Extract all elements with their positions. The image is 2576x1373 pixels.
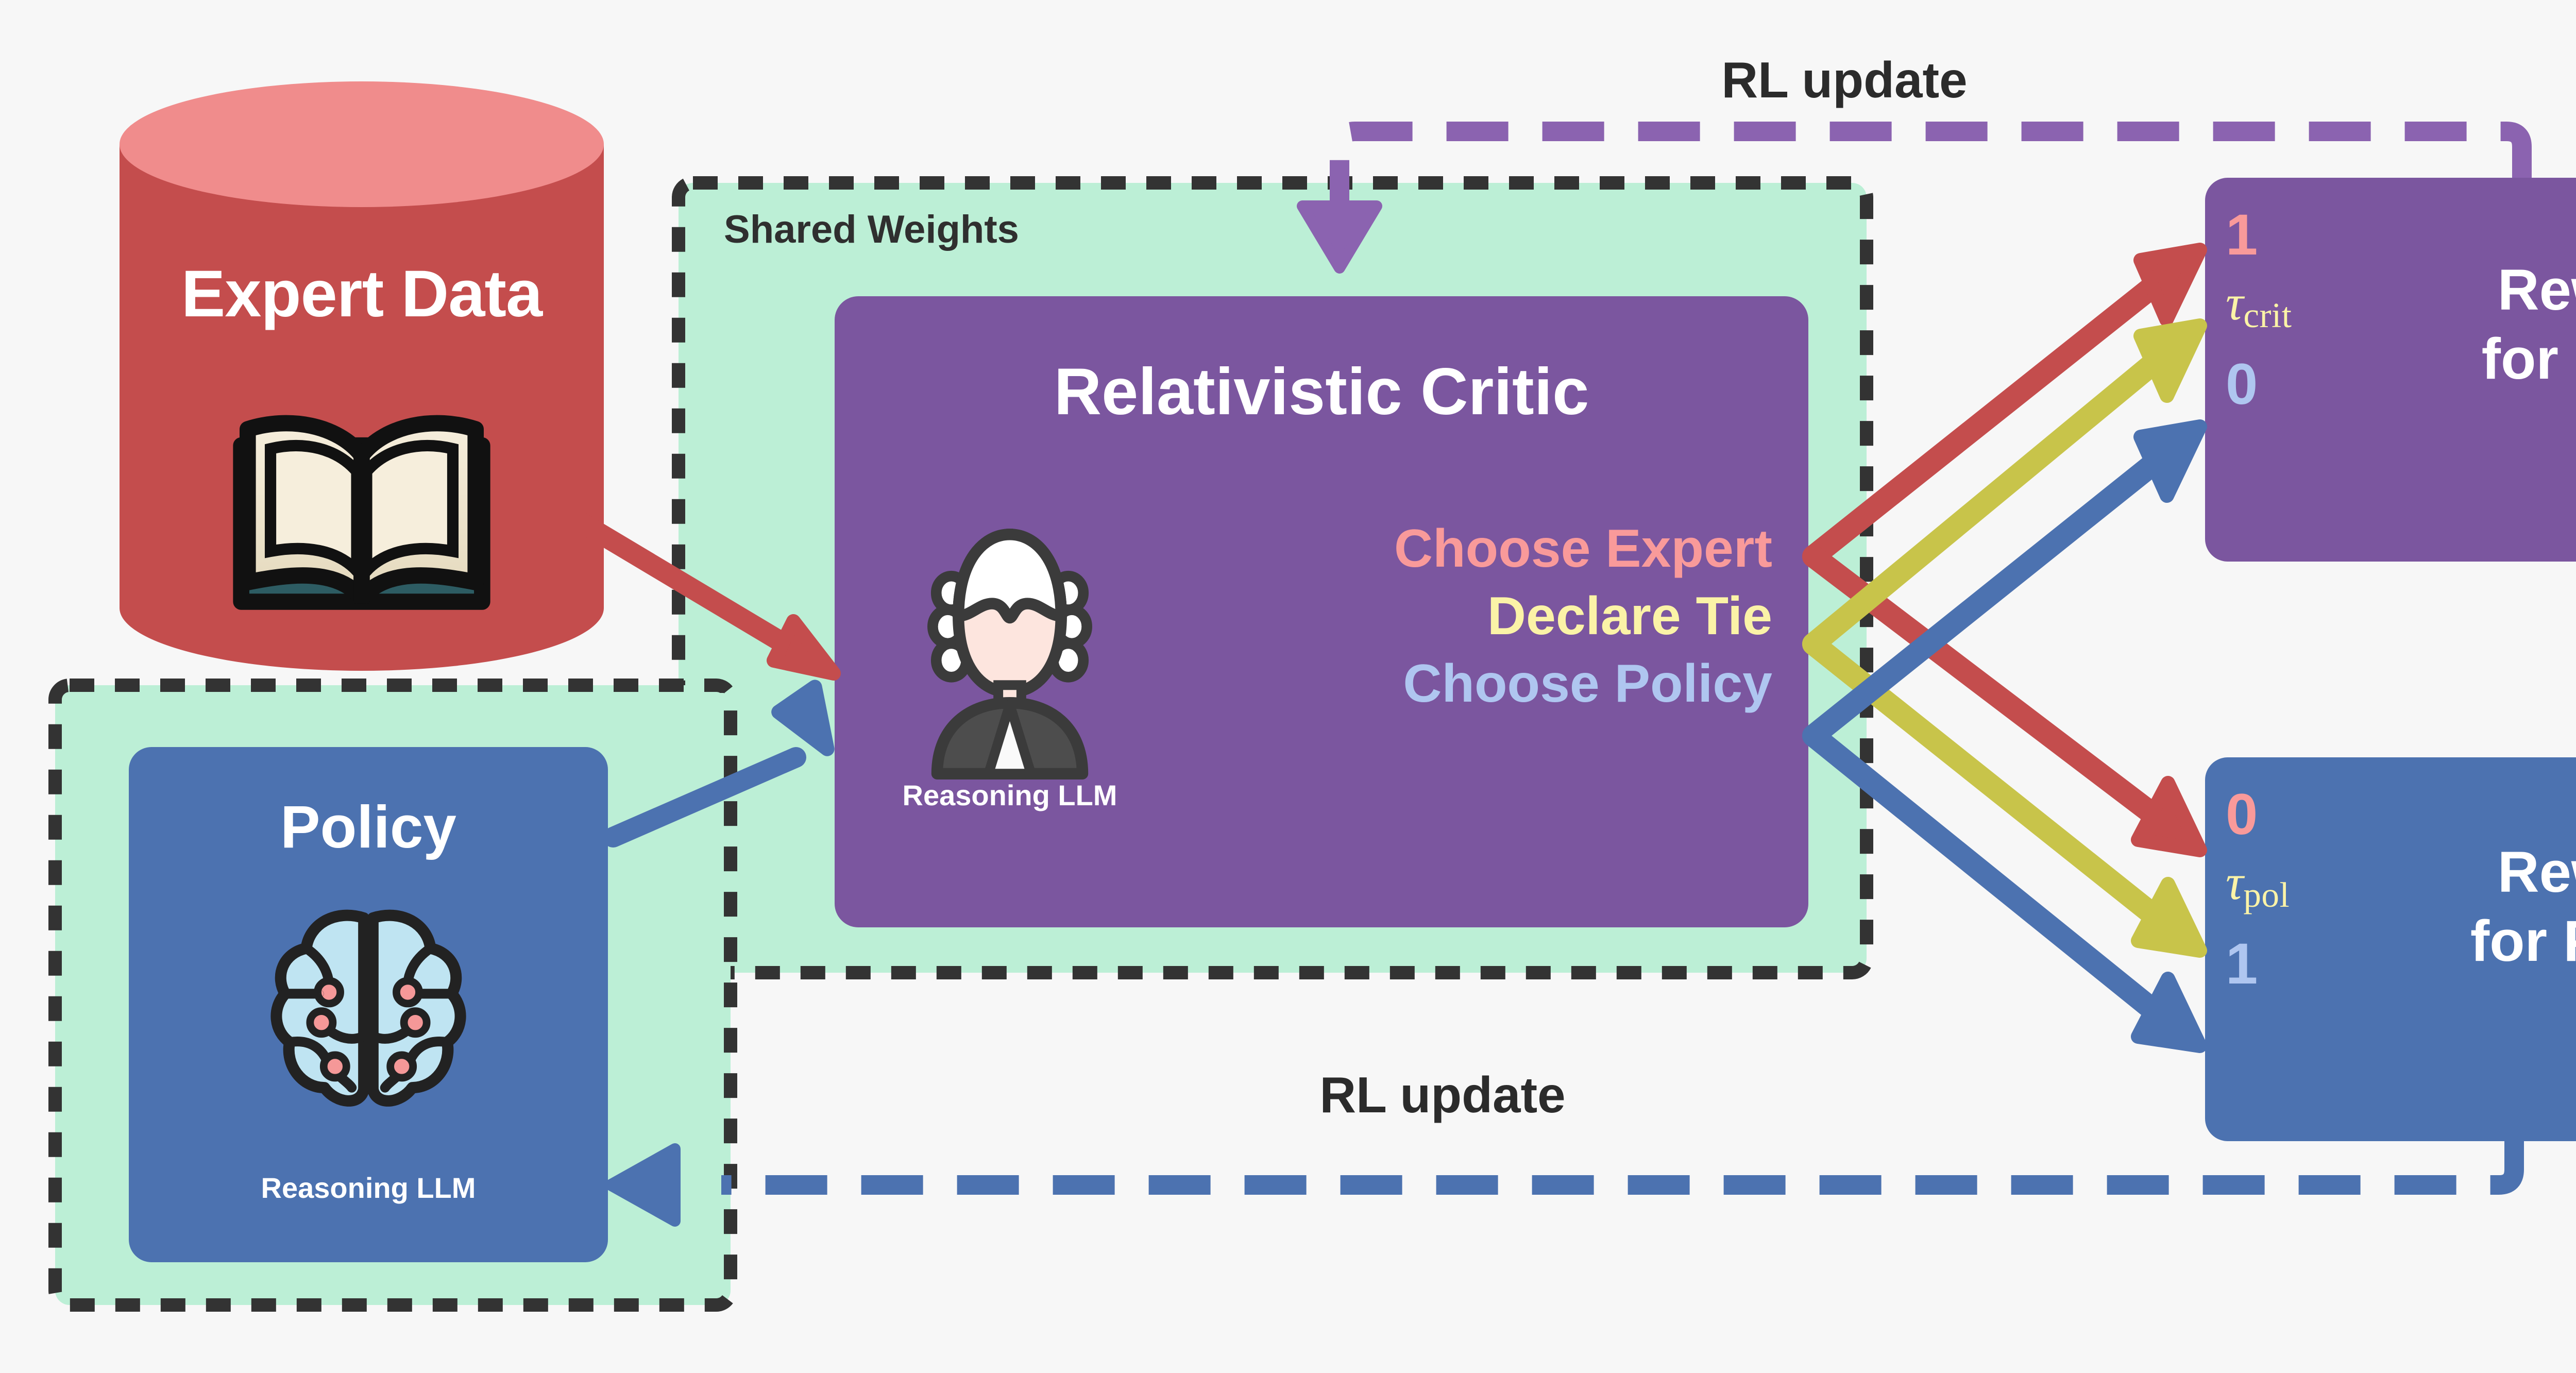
tau-symbol-crit: τ bbox=[2226, 275, 2244, 330]
expert-data-label: Expert Data bbox=[181, 257, 543, 331]
arrow-declare-tie-to-critic-reward bbox=[1802, 318, 2207, 655]
arrow-expert-to-critic bbox=[559, 505, 841, 681]
cylinder-top bbox=[120, 81, 604, 207]
reward-policy-box[interactable] bbox=[2205, 757, 2576, 1141]
reward-policy-title-line2: for Policy bbox=[2470, 909, 2576, 973]
critic-choice-choose-policy[interactable]: Choose Policy bbox=[1403, 654, 1772, 714]
reward-critic-value-expert: 1 bbox=[2226, 202, 2258, 267]
reward-policy-title-line1: Reward bbox=[2497, 839, 2576, 904]
rl-update-bottom-label: RL update bbox=[1319, 1066, 1566, 1123]
reward-policy-value-tie: τpol bbox=[2226, 858, 2375, 935]
policy-label: Policy bbox=[280, 793, 456, 860]
judge-icon bbox=[927, 529, 1092, 779]
reward-critic-box[interactable] bbox=[2205, 178, 2576, 562]
reward-policy-values: 0 τpol 1 bbox=[2226, 786, 2375, 1007]
reward-critic-values: 1 τcrit 0 bbox=[2226, 206, 2375, 428]
tau-subscript-crit: crit bbox=[2243, 295, 2292, 335]
reward-policy-title: Reward for Policy bbox=[2391, 829, 2576, 984]
arrow-choose-policy-to-policy-reward bbox=[1802, 724, 2207, 1053]
reward-critic-value-tie: τcrit bbox=[2226, 278, 2375, 355]
open-book-icon bbox=[233, 415, 490, 610]
critic-choice-declare-tie[interactable]: Declare Tie bbox=[1487, 586, 1772, 647]
policy-sublabel: Reasoning LLM bbox=[261, 1171, 476, 1204]
reward-critic-title-line1: Reward bbox=[2497, 257, 2576, 322]
reward-critic-value-policy: 0 bbox=[2226, 352, 2258, 416]
critic-choice-list: Choose Expert Declare Tie Choose Policy bbox=[1226, 515, 1772, 718]
reward-policy-value-expert: 0 bbox=[2226, 782, 2258, 846]
tau-symbol-pol: τ bbox=[2226, 855, 2244, 910]
reward-critic-title-line2: for Critic bbox=[2481, 327, 2576, 391]
critic-choice-choose-expert[interactable]: Choose Expert bbox=[1394, 519, 1772, 579]
critic-title: Relativistic Critic bbox=[1054, 354, 1589, 429]
rl-update-bottom-edge bbox=[605, 1141, 2524, 1227]
brain-icon bbox=[270, 909, 466, 1107]
arrow-policy-to-critic bbox=[603, 680, 835, 847]
critic-sublabel: Reasoning LLM bbox=[902, 778, 1117, 811]
rl-update-top-edge bbox=[1297, 122, 2532, 274]
arrow-choose-policy-to-critic-reward bbox=[1802, 419, 2207, 747]
reward-policy-value-policy: 1 bbox=[2226, 931, 2258, 996]
reward-critic-title: Reward for Critic bbox=[2391, 247, 2576, 402]
shared-weights-joint-fill bbox=[685, 693, 724, 966]
rl-update-top-label: RL update bbox=[1721, 51, 1968, 108]
shared-weights-label: Shared Weights bbox=[724, 207, 1019, 251]
arrow-choose-expert-to-critic-reward bbox=[1802, 243, 2207, 568]
tau-subscript-pol: pol bbox=[2243, 875, 2290, 915]
